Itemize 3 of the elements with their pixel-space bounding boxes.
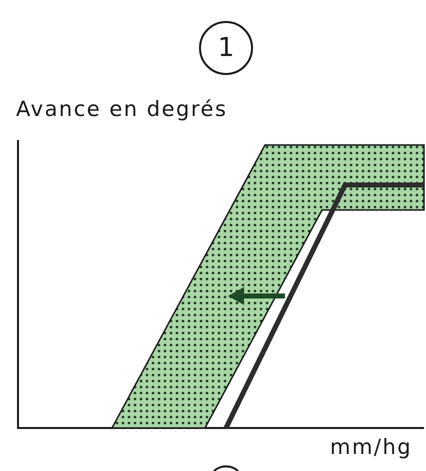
axis-label: Avance en degrés [16,97,228,121]
number-circle: 1 [199,21,253,75]
axis-unit: mm/hg [330,435,412,459]
